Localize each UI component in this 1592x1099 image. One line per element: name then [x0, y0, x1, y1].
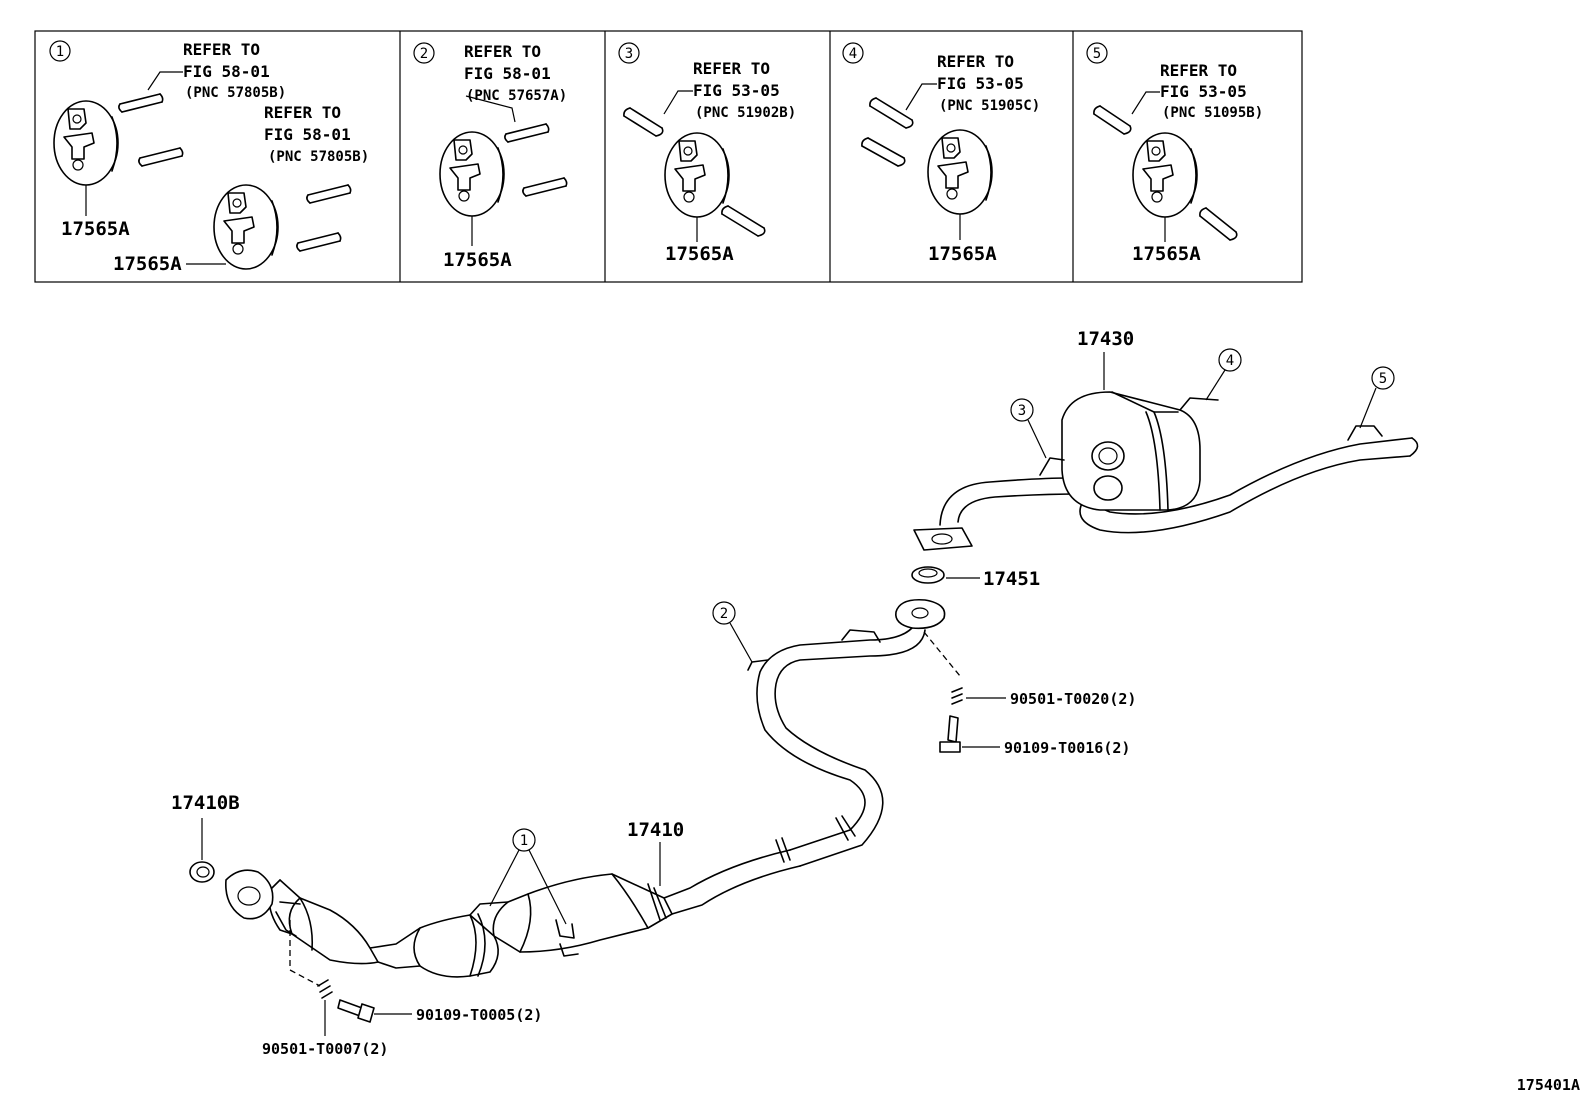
- inset-5-ref-line3: (PNC 51095B): [1162, 105, 1263, 121]
- inset-1-ref-a-line3: (PNC 57805B): [185, 85, 286, 101]
- gasket-17410b: [189, 861, 215, 883]
- gasket-17451: [911, 566, 945, 584]
- inset-1: 1 REFER TO FIG 58-01 (PNC 57805B) REFER …: [49, 40, 369, 275]
- inset-1-ref-a-line2: FIG 58-01: [183, 62, 270, 81]
- rubber-hanger-icon: [53, 100, 119, 186]
- inset-3-part: 17565A: [665, 243, 734, 265]
- callout-4-number: 4: [1226, 353, 1234, 369]
- inset-2-number: 2: [420, 46, 428, 62]
- inset-5-circle: [1086, 42, 1108, 64]
- bolt-lower: [337, 999, 375, 1023]
- callout-1-number: 1: [520, 833, 528, 849]
- inset-1-part-a: 17565A: [61, 218, 130, 240]
- inset-4-ref-line2: FIG 53-05: [937, 74, 1024, 93]
- inset-2-ref-line2: FIG 58-01: [464, 64, 551, 83]
- inset-1-part-b: 17565A: [113, 253, 182, 275]
- callout-5-number: 5: [1379, 371, 1387, 387]
- callout-4-circle: [1218, 348, 1242, 372]
- inset-4-part: 17565A: [928, 243, 997, 265]
- inset-2-part: 17565A: [443, 249, 512, 271]
- gasket-mid-part-number: 17451: [983, 568, 1040, 590]
- bolt-lower-part-number: 90109-T0005(2): [416, 1006, 542, 1024]
- inset-3-ref-line2: FIG 53-05: [693, 81, 780, 100]
- rubber-hanger-icon: [213, 184, 279, 270]
- callout-2-number: 2: [720, 606, 728, 622]
- inset-4: 4 REFER TO FIG 53-05 (PNC 51905C) 17565A: [842, 42, 1040, 265]
- inset-3-ref-line3: (PNC 51902B): [695, 105, 796, 121]
- inset-1-number: 1: [56, 44, 64, 60]
- muffler-part-number: 17430: [1077, 328, 1134, 350]
- bolt-upper-part-number: 90109-T0016(2): [1004, 739, 1130, 757]
- inset-5-part: 17565A: [1132, 243, 1201, 265]
- spring-upper-part-number: 90501-T0020(2): [1010, 690, 1136, 708]
- inset-5-ref-line2: FIG 53-05: [1160, 82, 1247, 101]
- callout-3-number: 3: [1018, 403, 1026, 419]
- rubber-hanger-icon: [439, 131, 505, 217]
- front-pipe-part-number: 17410: [627, 819, 684, 841]
- inset-5: 5 REFER TO FIG 53-05 (PNC 51095B) 17565A: [1086, 42, 1263, 265]
- inset-3: 3 REFER TO FIG 53-05 (PNC 51902B) 17565A: [618, 42, 796, 265]
- inset-4-ref-line3: (PNC 51905C): [939, 98, 1040, 114]
- inset-1-ref-b-line1: REFER TO: [264, 103, 341, 122]
- callout-5-circle: [1371, 366, 1395, 390]
- inset-4-number: 4: [849, 46, 857, 62]
- inset-3-number: 3: [625, 46, 633, 62]
- gasket-front-part-number: 17410B: [171, 792, 240, 814]
- inset-1-ref-a-line1: REFER TO: [183, 40, 260, 59]
- inset-1-circle: [49, 40, 71, 62]
- rubber-hanger-icon: [1132, 132, 1198, 218]
- inset-2-circle: [413, 42, 435, 64]
- callout-2-circle: [712, 601, 736, 625]
- inset-5-number: 5: [1093, 46, 1101, 62]
- inset-1-ref-b-line2: FIG 58-01: [264, 125, 351, 144]
- rubber-hanger-icon: [664, 132, 730, 218]
- inset-5-ref-line1: REFER TO: [1160, 61, 1237, 80]
- bolt-upper: [939, 715, 961, 753]
- inset-4-ref-line1: REFER TO: [937, 52, 1014, 71]
- inset-1-ref-b-line3: (PNC 57805B): [268, 149, 369, 165]
- spring-upper: [951, 687, 963, 705]
- callout-3-circle: [1010, 398, 1034, 422]
- inset-2: 2 REFER TO FIG 58-01 (PNC 57657A) 17565A: [413, 42, 568, 271]
- muffler-assembly: [913, 391, 1419, 551]
- spring-lower: [317, 979, 333, 999]
- rubber-hanger-icon: [927, 129, 993, 215]
- inset-panel: [34, 30, 1303, 283]
- inset-3-circle: [618, 42, 640, 64]
- inset-4-circle: [842, 42, 864, 64]
- front-pipe-assembly: [225, 598, 946, 978]
- figure-code: 175401A: [1517, 1076, 1580, 1094]
- inset-3-ref-line1: REFER TO: [693, 59, 770, 78]
- inset-2-ref-line3: (PNC 57657A): [466, 88, 567, 104]
- callout-1-circle: [512, 828, 536, 852]
- spring-lower-part-number: 90501-T0007(2): [262, 1040, 388, 1058]
- inset-2-ref-line1: REFER TO: [464, 42, 541, 61]
